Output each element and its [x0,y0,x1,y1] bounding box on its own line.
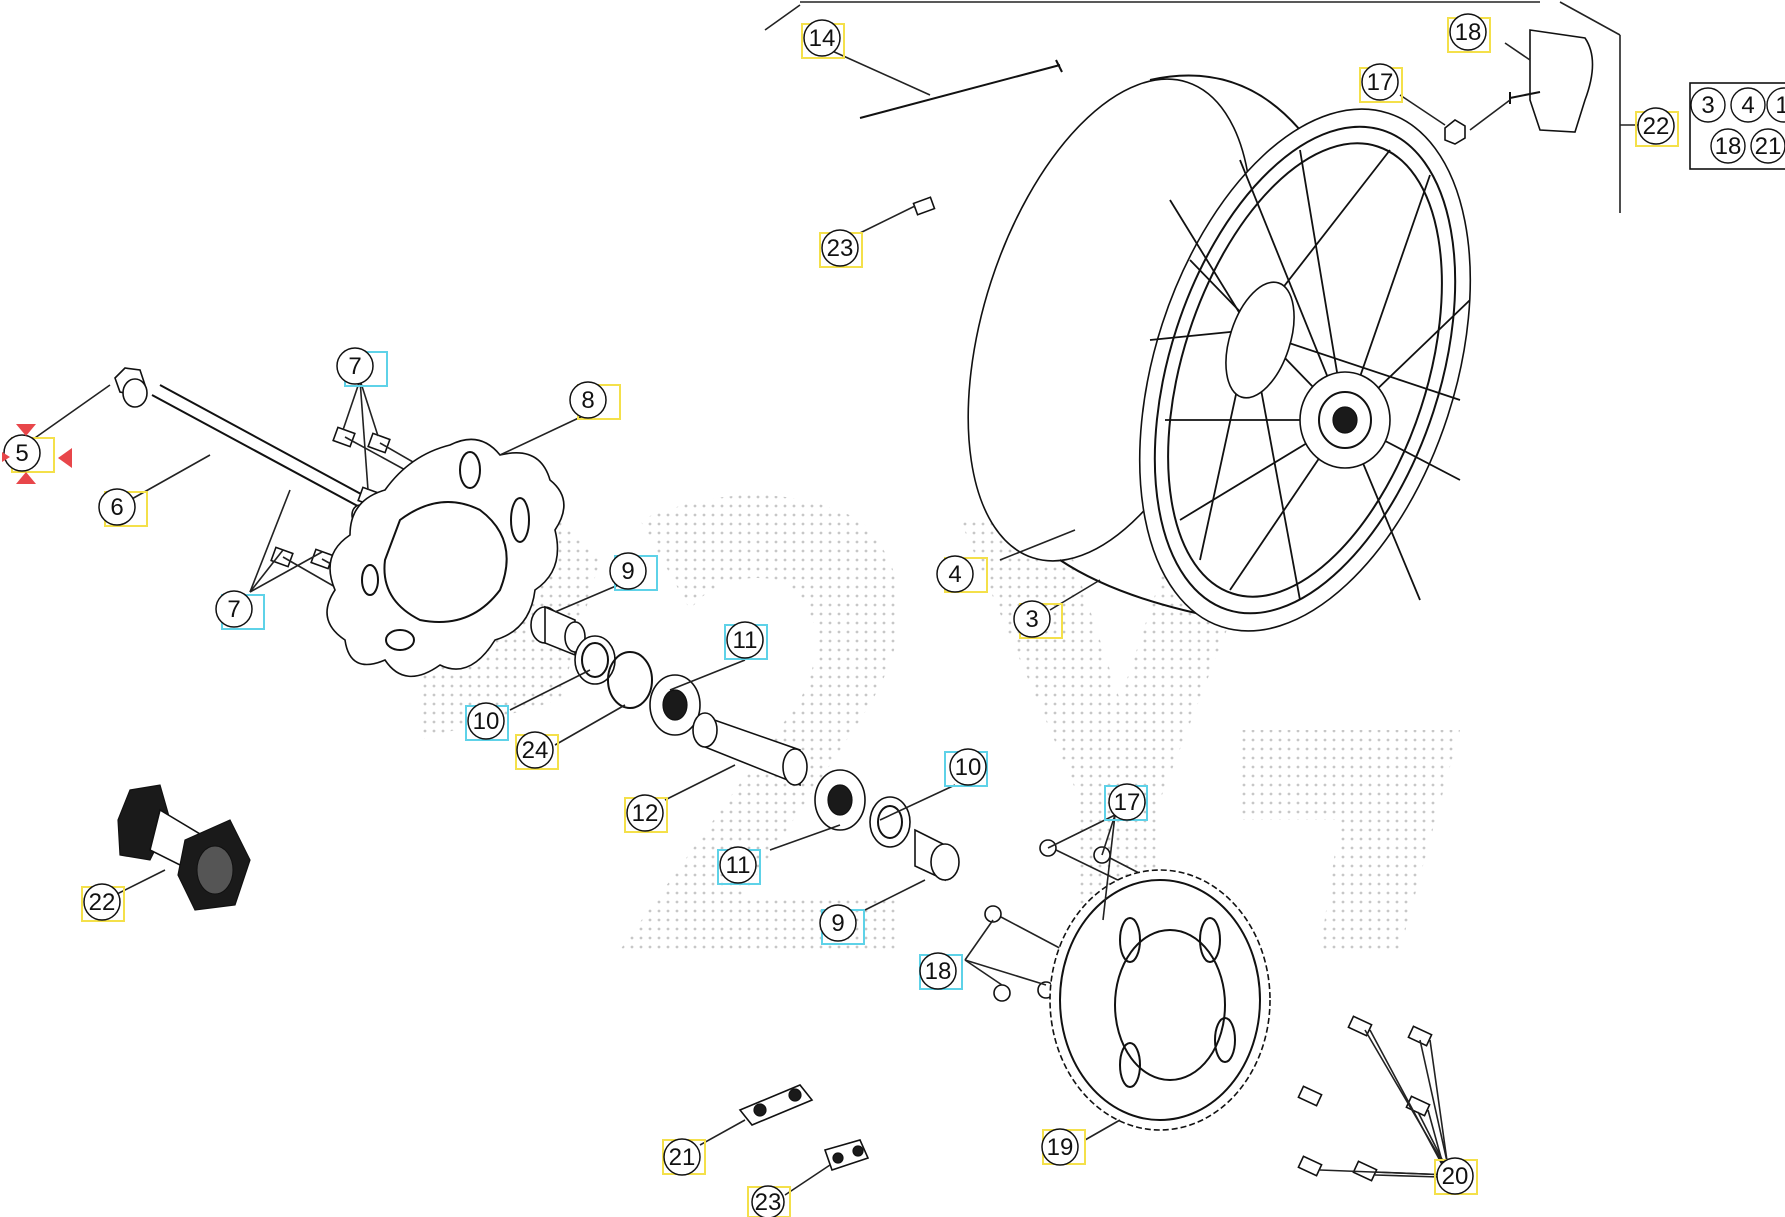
svg-text:8: 8 [581,387,594,414]
svg-text:1: 1 [1775,92,1785,119]
svg-text:24: 24 [522,737,549,764]
svg-text:21: 21 [669,1144,696,1171]
callout-18[interactable]: 18 [1447,13,1491,53]
svg-text:10: 10 [955,754,982,781]
callout-14-bottom[interactable]: 18 [919,952,963,990]
svg-text:18: 18 [1715,133,1742,160]
callout-19[interactable]: 21 [662,1138,706,1176]
svg-text:4: 4 [948,561,961,588]
svg-text:3: 3 [1701,92,1714,119]
callout-7-top[interactable]: 7 [336,347,388,387]
svg-text:23: 23 [755,1189,782,1216]
svg-text:9: 9 [621,558,634,585]
callout-12[interactable]: 12 [624,794,668,833]
svg-text:21: 21 [1755,133,1782,160]
callout-17[interactable]: 17 [1359,63,1403,103]
callout-8[interactable]: 8 [569,381,621,420]
move-cursor-icon [2,424,72,484]
leader-lines [31,42,1531,1196]
svg-text:22: 22 [1643,113,1670,140]
callout-layer: 14 18 17 22 23 7 8 5 6 9 4 7 3 11 10 24 … [3,13,1679,1217]
callout-10-bottom[interactable]: 10 [944,748,988,787]
svg-text:9: 9 [831,910,844,937]
callout-11-top[interactable]: 11 [724,621,768,660]
callout-9-bottom[interactable]: 9 [819,904,865,945]
spoke [859,59,1063,119]
callout-20[interactable]: 23 [747,1185,791,1217]
callout-21[interactable]: 22 [81,883,125,922]
callout-9-top[interactable]: 9 [609,552,658,591]
rear-hub [117,784,251,911]
callout-14-top[interactable]: 17 [1104,783,1148,821]
svg-text:19: 19 [1047,1134,1074,1161]
svg-text:17: 17 [1367,69,1394,96]
axle [114,367,373,526]
svg-text:20: 20 [1442,1163,1469,1190]
callout-3[interactable]: 3 [1013,600,1063,639]
rear-sprocket [1049,869,1271,1131]
svg-text:22: 22 [89,889,116,916]
svg-text:10: 10 [473,708,500,735]
svg-text:11: 11 [726,852,751,879]
svg-text:23: 23 [827,235,854,262]
callout-22[interactable]: 22 [1635,107,1679,147]
brake-disc [326,438,565,678]
callout-11-bottom[interactable]: 11 [717,846,761,885]
callout-15[interactable]: 19 [1041,1128,1086,1166]
svg-text:18: 18 [1455,19,1482,46]
callout-4[interactable]: 4 [936,555,988,593]
callout-6[interactable]: 6 [98,488,148,527]
svg-text:7: 7 [348,353,361,380]
callout-13[interactable]: 14 [801,19,845,59]
chain-links [738,1084,870,1172]
sprocket-bolts [1297,1015,1449,1182]
svg-text:4: 4 [1741,92,1754,119]
svg-text:14: 14 [809,25,836,52]
svg-text:18: 18 [925,958,952,985]
svg-text:12: 12 [632,800,659,827]
svg-text:17: 17 [1114,789,1141,816]
callout-24[interactable]: 24 [515,731,559,770]
rim-lock [1444,29,1594,145]
callout-10-top[interactable]: 10 [465,702,509,741]
hub-internals [530,605,960,882]
svg-text:7: 7 [227,596,240,623]
rear-wheel [967,74,1472,632]
callout-16[interactable]: 20 [1434,1157,1478,1195]
callout-23[interactable]: 23 [819,229,863,268]
svg-text:3: 3 [1025,606,1038,633]
inset-reference-box: 3 4 1 18 21 [1690,87,1785,164]
callout-7-bottom[interactable]: 7 [215,590,265,630]
svg-text:11: 11 [733,627,758,654]
svg-text:5: 5 [15,440,28,467]
svg-text:6: 6 [110,494,123,521]
callout-5[interactable]: 5 [3,434,55,473]
spoke-nipple [912,196,936,216]
